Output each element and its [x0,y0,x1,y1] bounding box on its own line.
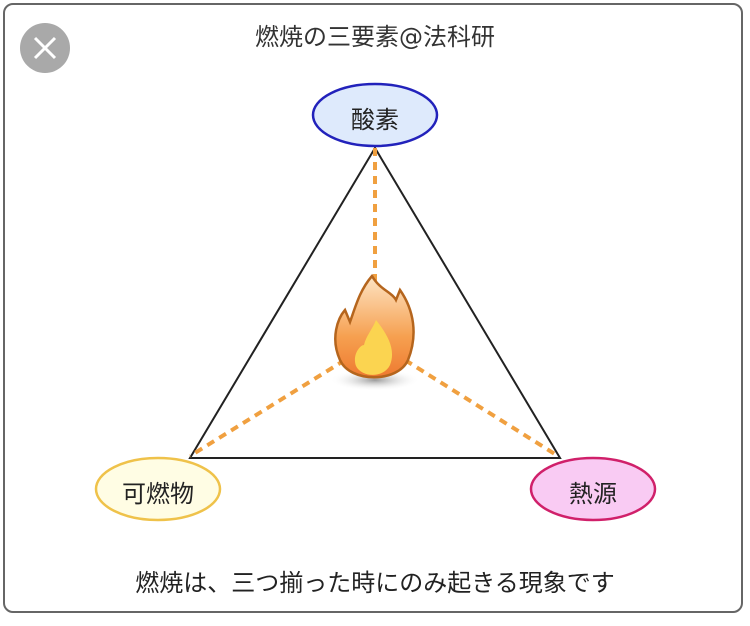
fuel-label: 可燃物 [122,480,194,508]
diagram-title: 燃焼の三要素@法科研 [255,23,495,51]
close-icon [33,36,57,60]
triangle [188,146,562,459]
oxygen-ellipse [311,82,439,148]
close-button[interactable] [20,23,70,73]
fuel-ellipse [94,456,222,522]
oxygen-label: 酸素 [351,106,399,134]
fire-icon [330,273,420,391]
diagram-frame [3,3,743,613]
heat-label: 熱源 [569,480,617,508]
heat-ellipse [529,456,657,522]
dashed-connectors [188,148,560,458]
caption: 燃焼は、三つ揃った時にのみ起きる現象です [135,569,615,597]
